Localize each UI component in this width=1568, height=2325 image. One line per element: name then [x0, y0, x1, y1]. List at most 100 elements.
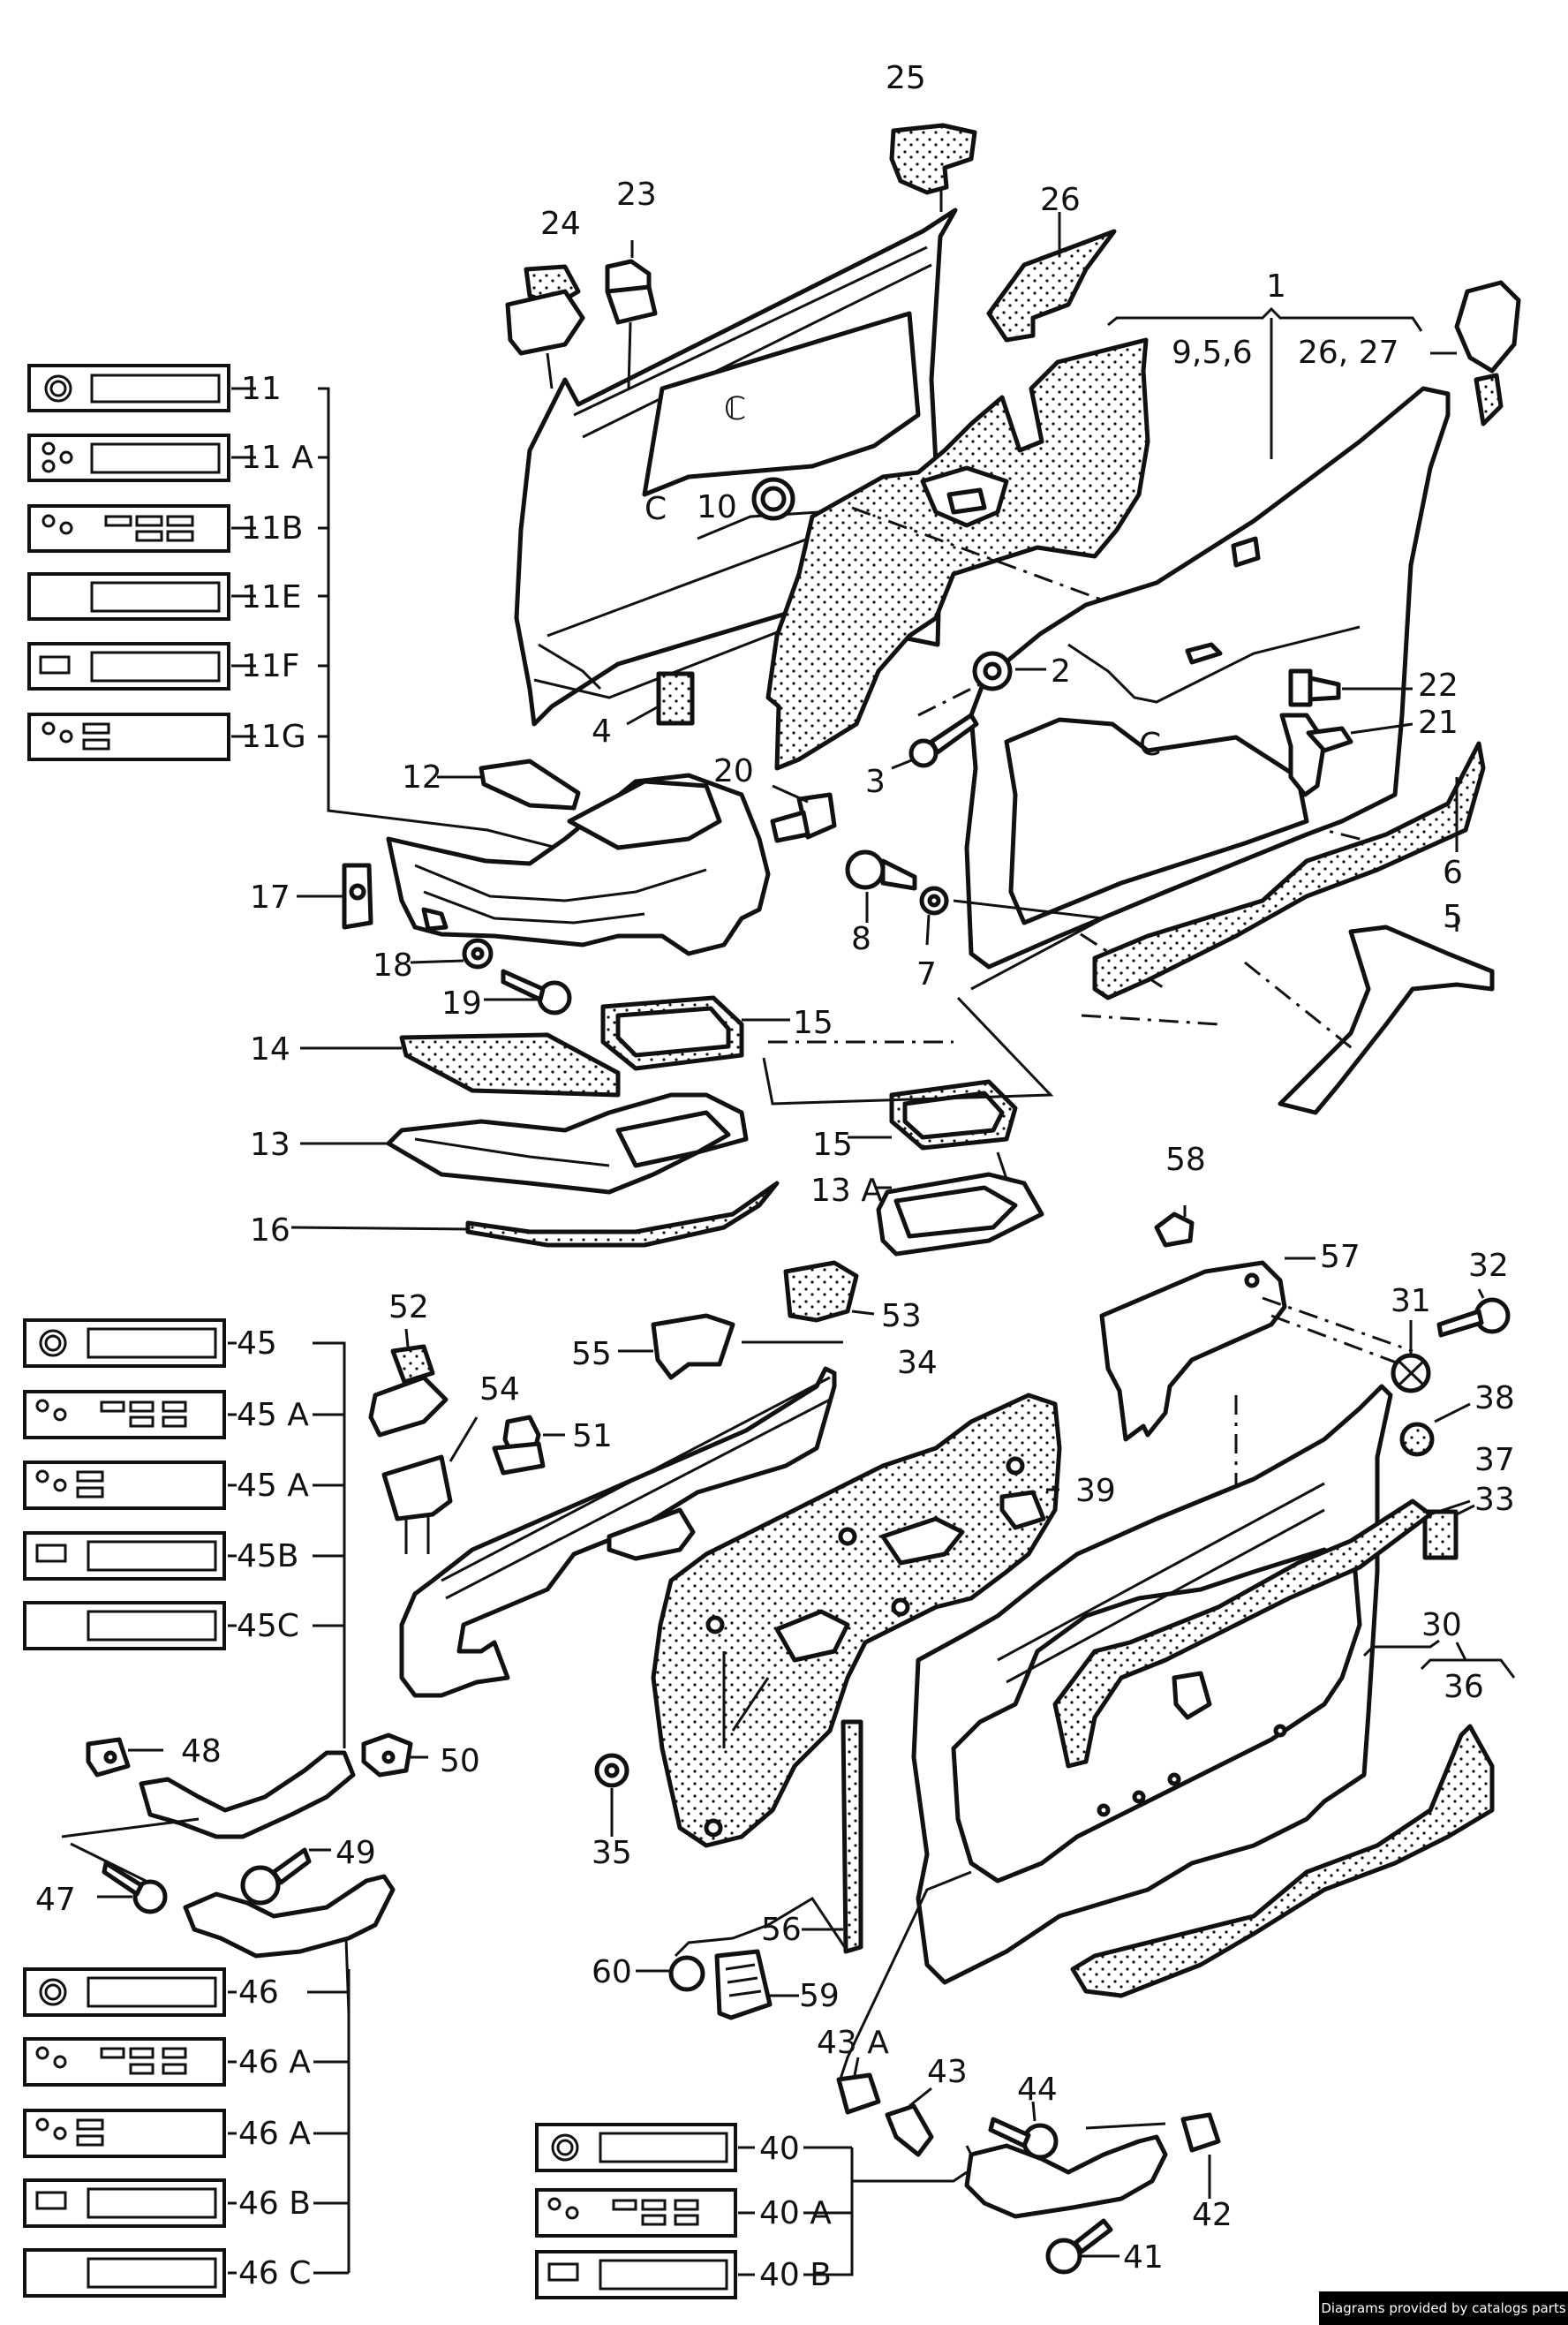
label-46: 46	[238, 1974, 279, 2011]
label-41: 41	[1123, 2239, 1164, 2276]
radio-unit-icon	[535, 2123, 737, 2172]
label-31: 31	[1391, 1283, 1431, 1319]
radio-unit-icon	[23, 1461, 226, 1510]
radio-unit-icon	[23, 1601, 226, 1650]
lid-12-icon	[479, 759, 581, 811]
screw-47-icon	[102, 1861, 168, 1914]
diagram-credit: Diagrams provided by catalogs parts	[1319, 2291, 1568, 2325]
strip-56-icon	[841, 1719, 863, 1954]
label-49: 49	[335, 1835, 376, 1871]
clip-21-icon	[1279, 713, 1353, 797]
label-45b: 45B	[237, 1538, 299, 1574]
label-45a-2: 45 A	[237, 1468, 309, 1504]
clip-39-icon	[999, 1490, 1046, 1530]
grommet-10-icon	[751, 477, 795, 521]
stud-22-icon	[1288, 668, 1341, 707]
label-38: 38	[1474, 1380, 1515, 1416]
clip-55-icon	[651, 1313, 735, 1380]
label-13a: 13 A	[810, 1173, 883, 1209]
label-48: 48	[181, 1733, 222, 1770]
label-11: 11	[241, 371, 282, 407]
clip-43a-icon	[836, 2072, 881, 2115]
cap-60-icon	[668, 1955, 705, 1992]
door-trim-panel-lower-right	[911, 1384, 1393, 1985]
label-11f: 11F	[241, 648, 300, 684]
clip-51-icon	[492, 1415, 546, 1476]
gasket-15b-icon	[889, 1079, 1018, 1151]
label-53: 53	[881, 1298, 922, 1334]
stud-8-icon	[845, 849, 917, 891]
label-23: 23	[616, 177, 657, 213]
label-26: 26	[1040, 182, 1081, 218]
label-55: 55	[571, 1336, 612, 1372]
radio-unit-icon	[23, 2248, 226, 2298]
clip-24-icon	[505, 264, 585, 356]
label-3: 3	[865, 764, 886, 800]
washer-35-icon	[594, 1753, 629, 1788]
label-51: 51	[572, 1418, 613, 1454]
washer-7-icon	[919, 886, 949, 916]
clip-53-icon	[783, 1260, 859, 1323]
screw-49-icon	[240, 1847, 312, 1906]
label-2: 2	[1051, 653, 1071, 690]
label-30: 30	[1421, 1607, 1462, 1643]
door-trim-panel-right: C	[964, 386, 1451, 970]
label-34: 34	[897, 1345, 938, 1381]
label-52: 52	[388, 1289, 429, 1325]
label-11b: 11B	[241, 510, 304, 547]
label-43: 43	[927, 2054, 968, 2090]
storage-pocket-icon	[386, 773, 771, 956]
clip-50-icon	[361, 1732, 413, 1778]
foam-pad-14-icon	[399, 1032, 621, 1098]
label-14: 14	[250, 1031, 290, 1068]
radio-unit-icon	[23, 2109, 226, 2158]
stud-32-icon	[1436, 1297, 1511, 1338]
trim-5-icon	[1278, 925, 1495, 1115]
clip-23-icon	[605, 259, 658, 325]
tray-13a-icon	[876, 1172, 1044, 1257]
clip-48-icon	[86, 1737, 131, 1778]
label-46a-2: 46 A	[238, 2116, 311, 2152]
svg-text:C: C	[645, 491, 667, 527]
clip-27-icon	[1454, 280, 1521, 427]
label-16: 16	[250, 1212, 290, 1249]
label-42: 42	[1192, 2197, 1233, 2233]
label-4: 4	[592, 713, 612, 750]
label-11e: 11E	[241, 579, 302, 615]
label-45a-1: 45 A	[237, 1397, 309, 1433]
svg-text:ℂ: ℂ	[724, 391, 746, 427]
armrest-6-icon	[1092, 741, 1486, 1000]
label-46a-1: 46 A	[238, 2044, 311, 2080]
washer-31-icon	[1391, 1353, 1431, 1393]
label-45: 45	[237, 1325, 277, 1362]
label-59: 59	[799, 1978, 840, 2014]
svg-text:C: C	[1139, 727, 1161, 763]
grab-handle-40-icon	[964, 2134, 1168, 2219]
label-44: 44	[1017, 2072, 1058, 2108]
clip-43-icon	[885, 2103, 934, 2157]
radio-unit-icon	[23, 1967, 226, 2017]
label-46b: 46 B	[238, 2185, 311, 2222]
strip-16-icon	[465, 1181, 780, 1248]
label-36: 36	[1444, 1669, 1484, 1705]
label-47: 47	[35, 1882, 76, 1918]
radio-unit-icon	[535, 2250, 737, 2299]
washer-18-icon	[462, 938, 494, 970]
label-50: 50	[440, 1743, 480, 1779]
radio-unit-icon	[23, 1390, 226, 1439]
label-57: 57	[1320, 1239, 1361, 1275]
label-22: 22	[1418, 668, 1459, 704]
label-8: 8	[851, 921, 871, 957]
label-18: 18	[373, 947, 413, 984]
label-10: 10	[697, 489, 737, 525]
label-12: 12	[402, 759, 442, 796]
label-35: 35	[592, 1835, 632, 1871]
screw-3-icon	[908, 713, 979, 768]
panel-57-icon	[1099, 1260, 1287, 1442]
clip-42-icon	[1180, 2112, 1221, 2153]
label-26-27: 26, 27	[1298, 335, 1399, 371]
screw-19-icon	[501, 969, 572, 1015]
part-labels: 25 26 1 9,5,6 26, 27 24 23 11 11 A 11B 1…	[35, 60, 1515, 2293]
label-7: 7	[916, 956, 937, 993]
radio-unit-icon	[23, 1318, 226, 1368]
